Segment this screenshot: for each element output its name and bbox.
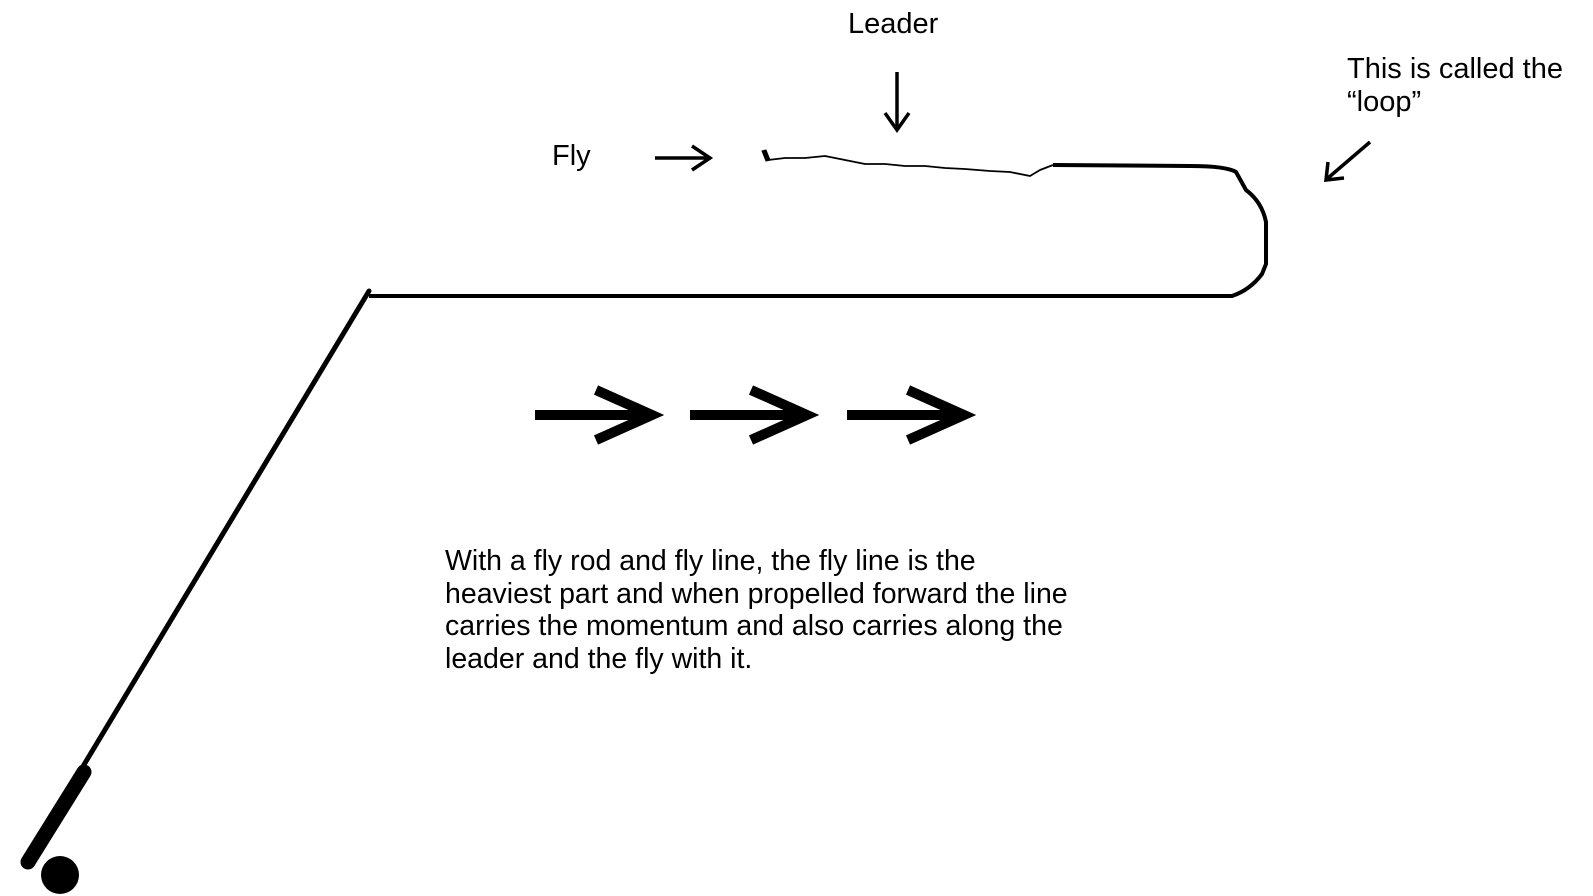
thin-arrow-icon (883, 72, 911, 134)
loop-label-line-1: This is called the (1347, 53, 1563, 85)
caption-line: carries the momentum and also carries al… (445, 610, 1063, 642)
fly-label: Fly (552, 140, 591, 172)
rod-handle (20, 764, 92, 870)
reel (41, 856, 79, 894)
caption-line: heaviest part and when propelled forward… (445, 577, 1068, 610)
loop-label-line-2: “loop” (1347, 86, 1422, 118)
fly (761, 149, 771, 162)
bold-right-arrow-icon (535, 385, 665, 445)
bold-right-arrow-icon (690, 385, 820, 445)
bold-right-arrow-icon (847, 385, 977, 445)
caption-text: With a fly rod and fly line, the fly lin… (445, 545, 1205, 675)
thin-arrow-icon (655, 144, 714, 172)
leader-label: Leader (848, 8, 939, 40)
caption-line: With a fly rod and fly line, the fly lin… (445, 545, 976, 577)
fly-line-loop (369, 163, 1268, 298)
leader-line (767, 155, 1054, 177)
fly-rod (79, 288, 372, 771)
thin-arrow-icon (1324, 140, 1372, 182)
caption-line: leader and the fly with it. (445, 642, 753, 675)
